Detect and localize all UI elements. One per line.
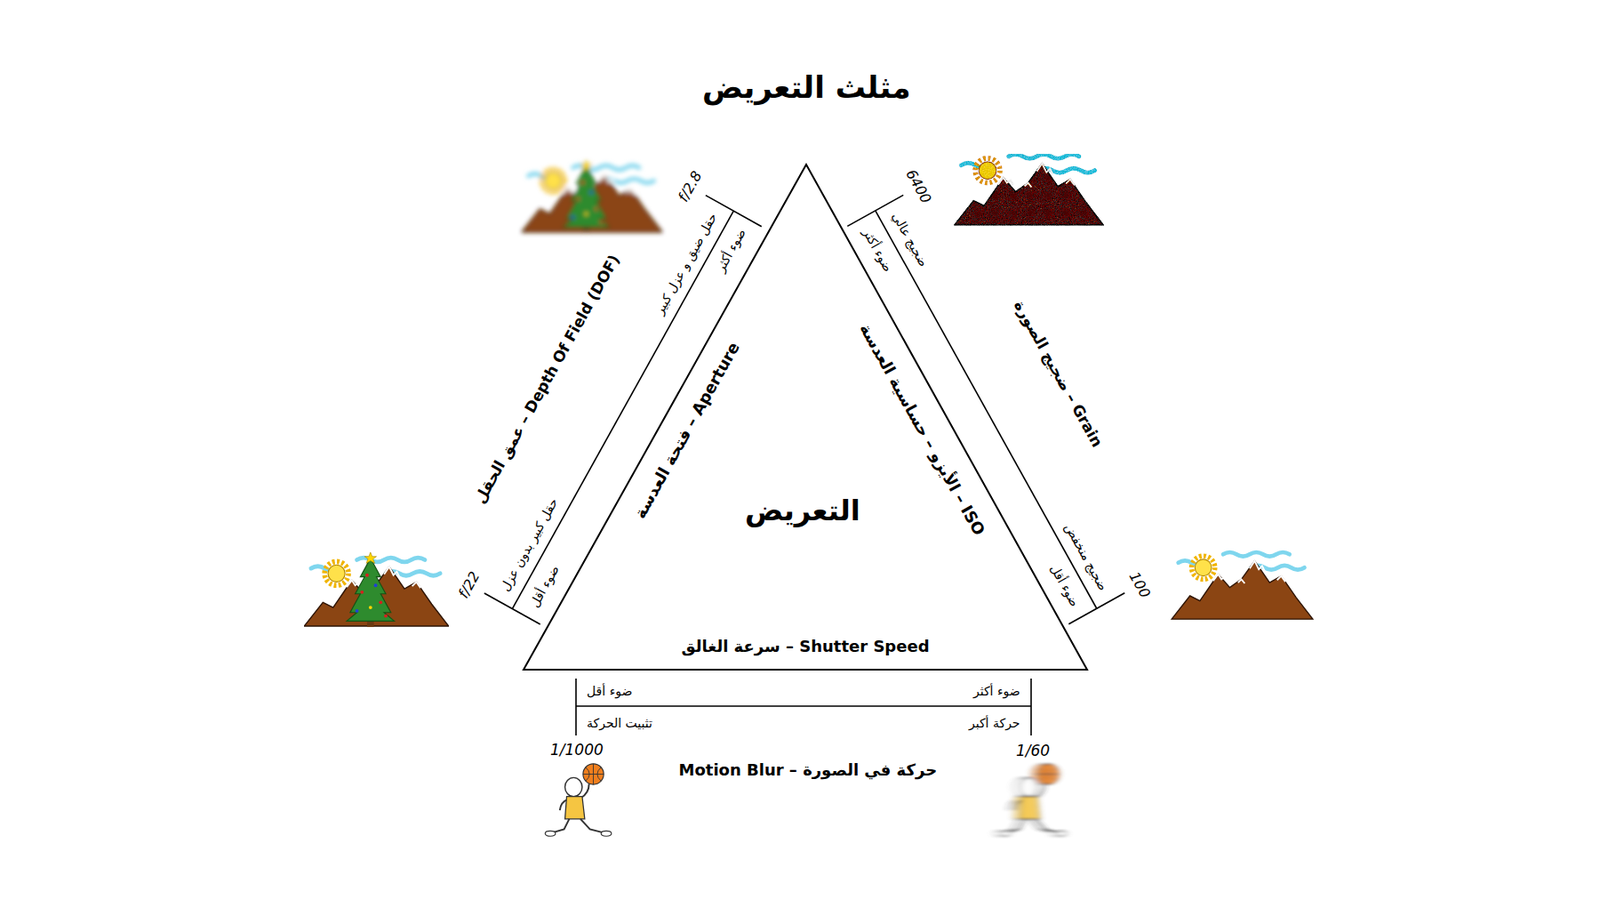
scale-tick	[575, 678, 577, 736]
scale-label: ضوء أقل	[584, 683, 634, 699]
landscape	[1171, 552, 1313, 619]
scale-label: حقل ضيق و عزل كبير	[650, 208, 721, 319]
value-label: 1/1000	[548, 740, 606, 759]
value-label: 100	[1125, 566, 1156, 602]
tree-picture	[346, 552, 395, 627]
exposure-triangle: التعريضAperture – فتحة العدسةISO – الأيز…	[522, 163, 1088, 671]
axis-title: حركة في الصورة – Motion Blur	[677, 760, 940, 780]
scale-label: ضوء أكثر	[712, 224, 750, 277]
shutter-scale	[576, 678, 1032, 736]
side-label: Shutter Speed – سرعة الغالق	[680, 636, 932, 656]
scale-label: ضوء أقل	[525, 560, 563, 612]
value-label: 6400	[901, 165, 936, 208]
clean-landscape	[1171, 552, 1313, 619]
scale-label: ضوء أقل	[1046, 560, 1084, 612]
scale-line	[576, 704, 1032, 707]
sharp-landscape	[304, 552, 448, 627]
axis-title: Grain – ضجيج الصورة	[1009, 295, 1108, 451]
scale-label: ضجيج عالي	[888, 208, 932, 271]
grainy-landscape	[953, 153, 1104, 225]
scale-label: تثبيت الحركة	[584, 715, 655, 731]
blurred-player	[992, 763, 1067, 836]
diagram-title: مثلث التعريض	[700, 69, 912, 106]
scale-label: ضوء أكثر	[971, 683, 1023, 699]
tree-picture	[562, 160, 609, 233]
axis-title: عمق الحقل – Depth Of Field (DOF)	[470, 249, 625, 508]
value-label: 1/60	[1014, 741, 1052, 760]
triangle	[523, 164, 1088, 670]
scale-tick	[1030, 678, 1032, 736]
blurred-landscape	[521, 160, 663, 233]
value-label: f/22	[454, 566, 485, 602]
landscape	[953, 153, 1104, 225]
scale-label: حركة أكبر	[967, 715, 1023, 731]
sharp-player	[544, 763, 612, 836]
value-label: f/2.8	[673, 167, 706, 208]
center-label: التعريض	[743, 493, 863, 528]
triangle-outline	[522, 163, 1088, 671]
player-motion	[1000, 763, 1067, 836]
